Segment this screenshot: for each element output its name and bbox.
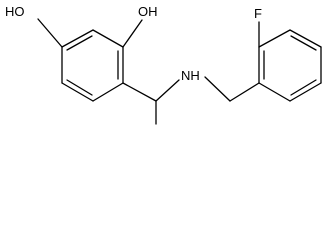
ring-bond [258,82,291,102]
ring-bond [92,29,124,48]
resorcinol-ring [61,29,124,102]
fluorine-label: F [254,6,262,21]
ch2-to-ring-bond [229,82,260,102]
ring-to-ch-bond [122,82,157,102]
ring-bond [289,29,322,48]
ch-to-nh-bond [155,79,180,102]
fluorophenyl-ring [258,29,322,102]
ring-double-bond [290,35,317,51]
hydroxyl-left-label: HO [5,4,25,19]
ring-bond [92,82,124,102]
ring-bond [61,82,94,102]
ring-double-bond [66,35,93,51]
ring-bond [258,29,291,48]
nh-to-ch2-bond [204,76,231,102]
ring-bond [61,29,94,48]
hydroxyl-left-bond [37,18,63,48]
ring-double-bond [66,79,93,96]
ring-bond [289,82,322,102]
ring-double-bond [290,79,317,96]
amine-label: NH [181,68,200,83]
hydroxyl-right-label: OH [138,4,158,19]
hydroxyl-right-bond [122,19,143,48]
chemical-structure-diagram: HO OH NH F [5,4,322,125]
